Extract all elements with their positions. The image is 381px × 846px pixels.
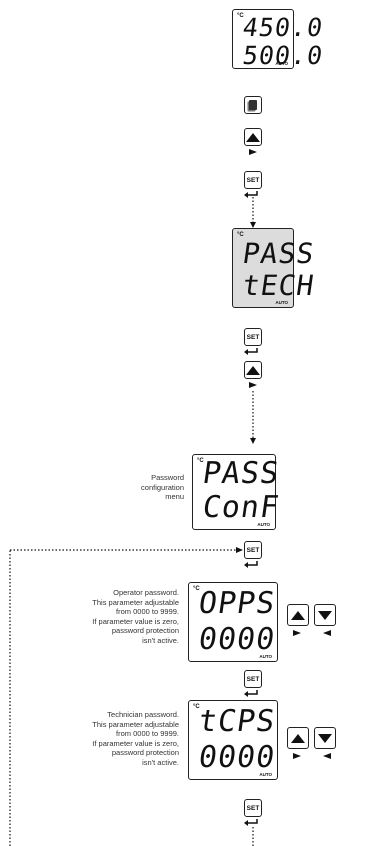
- desc-line: menu: [165, 492, 184, 501]
- display-operator-password: °C OPPS 0000 AUTO: [188, 582, 278, 662]
- desc-line: password protection: [111, 626, 179, 635]
- desc-line: from 0000 to 9999.: [116, 607, 179, 616]
- display-home: °C 450.0 500.0 AUTO: [232, 9, 325, 70]
- set-button-label: SET: [246, 333, 260, 341]
- left-arrow-icon: [323, 630, 331, 636]
- display-pass-conf: °C PASS ConF AUTO: [192, 454, 282, 530]
- up-arrow-icon: [246, 132, 260, 142]
- down-button[interactable]: [314, 727, 336, 749]
- unit-label: °C: [197, 458, 204, 464]
- desc-line: isn't active.: [142, 757, 179, 767]
- up-button[interactable]: [287, 604, 309, 626]
- page-icon: [249, 100, 257, 110]
- desc-line: This parameter adjustable: [92, 719, 179, 729]
- up-arrow-icon: [291, 733, 305, 743]
- unit-label: °C: [193, 586, 200, 592]
- technician-password-description: Technician password. This parameter adju…: [92, 710, 179, 767]
- set-button[interactable]: SET: [244, 171, 262, 189]
- set-button[interactable]: SET: [244, 799, 262, 817]
- desc-line: Operator password.: [113, 588, 179, 597]
- right-arrow-icon: [293, 753, 301, 759]
- unit-label: °C: [237, 13, 244, 19]
- auto-badge: AUTO: [257, 522, 270, 527]
- up-arrow-icon: [291, 610, 305, 620]
- down-arrow-icon: [318, 610, 332, 620]
- desc-line: from 0000 to 9999.: [116, 729, 179, 738]
- left-arrow-icon: [323, 753, 331, 759]
- display-technician-password: °C tCPS 0000 AUTO: [188, 700, 278, 780]
- up-button[interactable]: [244, 361, 262, 379]
- set-button-label: SET: [246, 675, 260, 683]
- auto-badge: AUTO: [275, 300, 288, 305]
- desc-line: Technician password.: [107, 710, 179, 719]
- up-button[interactable]: [244, 128, 262, 146]
- right-arrow-icon: [249, 149, 257, 155]
- desc-line: Password: [151, 473, 184, 482]
- desc-line: This parameter adjustable: [92, 597, 179, 607]
- set-button[interactable]: SET: [244, 328, 262, 346]
- desc-line: password protection: [111, 748, 179, 757]
- desc-line: isn't active.: [142, 635, 179, 645]
- desc-line: If parameter value is zero,: [92, 616, 179, 626]
- right-arrow-icon: [249, 382, 257, 388]
- unit-label: °C: [193, 704, 200, 710]
- set-button[interactable]: SET: [244, 541, 262, 559]
- down-button[interactable]: [314, 604, 336, 626]
- set-button-label: SET: [246, 176, 260, 184]
- unit-label: °C: [237, 232, 244, 238]
- up-button[interactable]: [287, 727, 309, 749]
- auto-badge: AUTO: [259, 654, 272, 659]
- auto-badge: AUTO: [275, 61, 288, 66]
- right-arrow-icon: [293, 630, 301, 636]
- auto-badge: AUTO: [259, 772, 272, 777]
- operator-password-description: Operator password. This parameter adjust…: [92, 588, 179, 645]
- set-button-label: SET: [246, 804, 260, 812]
- display-pass-tech: °C PASS tECH AUTO: [232, 228, 317, 308]
- set-button-label: SET: [246, 546, 260, 554]
- down-arrow-icon: [318, 733, 332, 743]
- enter-arrow-icon: [248, 191, 258, 196]
- password-menu-description: Password configuration menu: [141, 473, 184, 502]
- set-button[interactable]: SET: [244, 670, 262, 688]
- desc-line: If parameter value is zero,: [92, 738, 179, 748]
- up-arrow-icon: [246, 365, 260, 375]
- desc-line: configuration: [141, 482, 184, 492]
- page-button[interactable]: [244, 96, 262, 114]
